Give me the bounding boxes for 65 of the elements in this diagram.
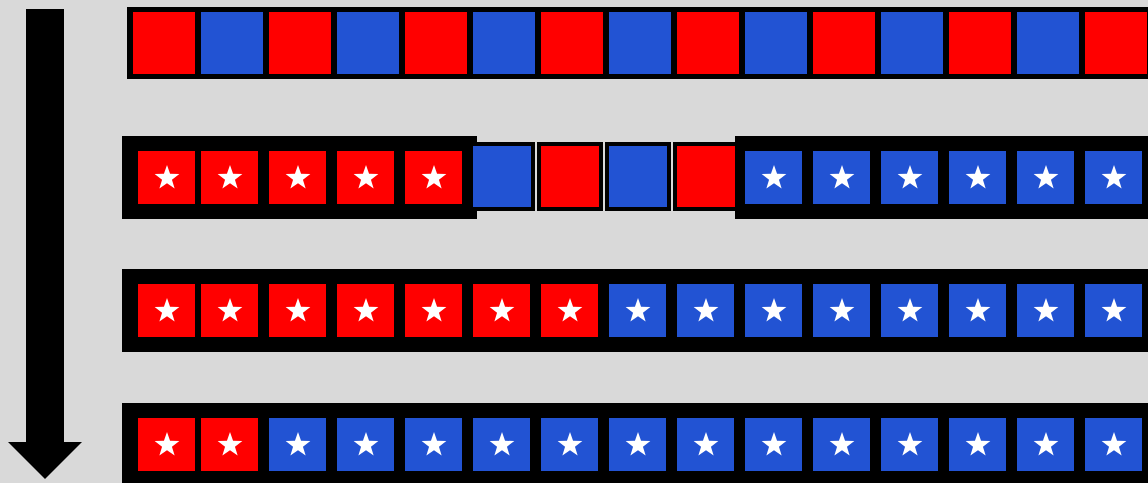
tile-strip	[127, 7, 1148, 79]
square-tile	[949, 418, 1006, 471]
square-tile	[269, 284, 326, 337]
square-tile	[537, 142, 603, 211]
square-tile	[677, 12, 739, 74]
square-tile	[949, 151, 1006, 204]
square-tile	[949, 12, 1011, 74]
square-tile	[605, 142, 671, 211]
square-tile	[1017, 284, 1074, 337]
square-tile	[1017, 12, 1079, 74]
square-tile	[677, 284, 734, 337]
square-tile	[201, 12, 263, 74]
square-tile	[138, 151, 195, 204]
square-tile	[473, 284, 530, 337]
square-tile	[337, 151, 394, 204]
square-tile	[1085, 151, 1142, 204]
square-tile	[337, 12, 399, 74]
square-tile	[609, 418, 666, 471]
tile-strip	[122, 136, 477, 219]
square-tile	[745, 12, 807, 74]
square-tile	[881, 284, 938, 337]
square-tile	[813, 12, 875, 74]
square-tile	[881, 12, 943, 74]
square-tile	[541, 12, 603, 74]
square-tile	[473, 12, 535, 74]
square-tile	[813, 284, 870, 337]
square-tile	[541, 284, 598, 337]
square-tile	[337, 284, 394, 337]
square-tile	[133, 12, 195, 74]
square-tile	[745, 418, 802, 471]
square-tile	[337, 418, 394, 471]
square-tile	[813, 151, 870, 204]
square-tile	[201, 151, 258, 204]
square-tile	[1085, 418, 1142, 471]
square-tile	[1017, 151, 1074, 204]
square-tile	[609, 284, 666, 337]
square-tile	[269, 418, 326, 471]
square-tile	[138, 418, 195, 471]
tile-strip	[603, 269, 1148, 352]
square-tile	[949, 284, 1006, 337]
square-tile	[405, 151, 462, 204]
square-tile	[1085, 284, 1142, 337]
square-tile	[1017, 418, 1074, 471]
square-tile	[745, 284, 802, 337]
tile-strip	[264, 403, 1148, 483]
square-tile	[609, 12, 671, 74]
square-tile	[813, 418, 870, 471]
square-tile	[745, 151, 802, 204]
square-tile	[405, 418, 462, 471]
square-tile	[541, 418, 598, 471]
tile-strip	[122, 269, 605, 352]
square-tile	[201, 418, 258, 471]
square-tile	[677, 418, 734, 471]
square-tile	[1085, 12, 1147, 74]
square-tile	[269, 12, 331, 74]
square-tile	[473, 418, 530, 471]
tile-strip	[735, 136, 1148, 219]
square-tile	[881, 151, 938, 204]
square-tile	[138, 284, 195, 337]
square-tile	[881, 418, 938, 471]
square-tile	[405, 284, 462, 337]
square-tile	[201, 284, 258, 337]
square-tile	[405, 12, 467, 74]
square-tile	[269, 151, 326, 204]
tile-strip	[122, 403, 266, 483]
